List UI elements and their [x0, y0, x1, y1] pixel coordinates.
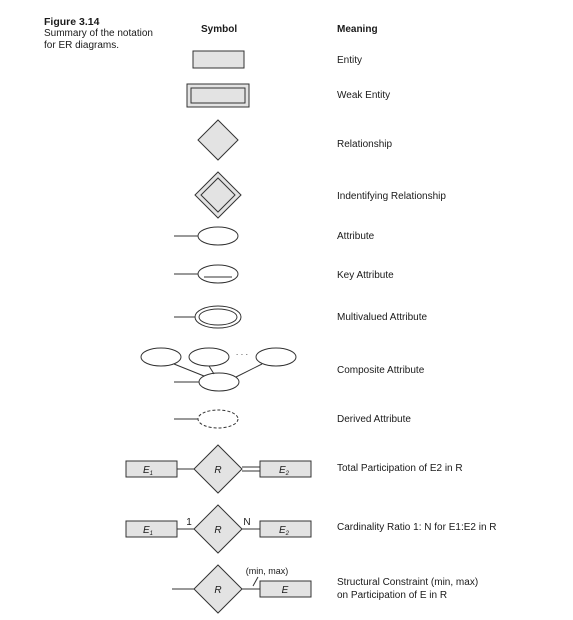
meaning-composite-attribute: Composite Attribute	[337, 365, 425, 376]
composite-attribute-symbol	[140, 347, 297, 392]
attribute-symbol	[174, 226, 239, 246]
symbol-column-header: Symbol	[201, 24, 238, 35]
entity-symbol	[192, 50, 245, 69]
meaning-entity: Entity	[337, 55, 363, 66]
total-participation-e2-label: E2	[279, 465, 290, 477]
cardinality-ratio-symbol	[125, 504, 312, 554]
cardinality-n-label: N	[243, 517, 250, 528]
structural-r-label: R	[214, 585, 221, 596]
structural-constraint-symbol	[172, 564, 312, 614]
multivalued-attribute-symbol	[174, 305, 242, 329]
meaning-structural-constraint: Structural Constraint (min, max) on Part…	[337, 576, 478, 602]
weak-entity-symbol	[186, 83, 250, 108]
relationship-symbol	[197, 119, 239, 161]
meaning-identifying-relationship: Indentifying Relationship	[337, 191, 446, 202]
cardinality-r-label: R	[214, 525, 221, 536]
total-participation-symbol	[125, 444, 312, 494]
figure-description: Summary of the notation for ER diagrams.	[44, 28, 153, 51]
identifying-relationship-symbol	[194, 171, 242, 219]
structural-min-max-label: (min, max)	[246, 566, 289, 576]
meaning-attribute: Attribute	[337, 231, 375, 242]
key-attribute-symbol	[174, 264, 239, 284]
total-participation-r-label: R	[214, 465, 221, 476]
structural-e-label: E	[282, 585, 289, 596]
meaning-weak-entity: Weak Entity	[337, 90, 391, 101]
meaning-multivalued-attribute: Multivalued Attribute	[337, 312, 428, 323]
cardinality-e2-label: E2	[279, 525, 290, 537]
meaning-column-header: Meaning	[337, 24, 378, 35]
meaning-total-participation: Total Participation of E2 in R	[337, 463, 463, 474]
meaning-relationship: Relationship	[337, 139, 393, 150]
total-participation-e1-label: E1	[143, 465, 153, 477]
meaning-derived-attribute: Derived Attribute	[337, 414, 411, 425]
meaning-structural-constraint-line1: Structural Constraint (min, max)	[337, 577, 479, 588]
cardinality-e1-label: E1	[143, 525, 153, 537]
meaning-structural-constraint-line2: on Participation of E in R	[337, 590, 448, 601]
derived-attribute-symbol	[174, 409, 239, 429]
composite-ellipsis: · · ·	[236, 350, 248, 359]
meaning-key-attribute: Key Attribute	[337, 270, 394, 281]
figure-caption: Figure 3.14 Summary of the notation for …	[44, 16, 154, 52]
cardinality-one-label: 1	[186, 517, 192, 528]
meaning-cardinality-ratio: Cardinality Ratio 1: N for E1:E2 in R	[337, 522, 497, 533]
figure-label: Figure 3.14	[44, 16, 100, 28]
